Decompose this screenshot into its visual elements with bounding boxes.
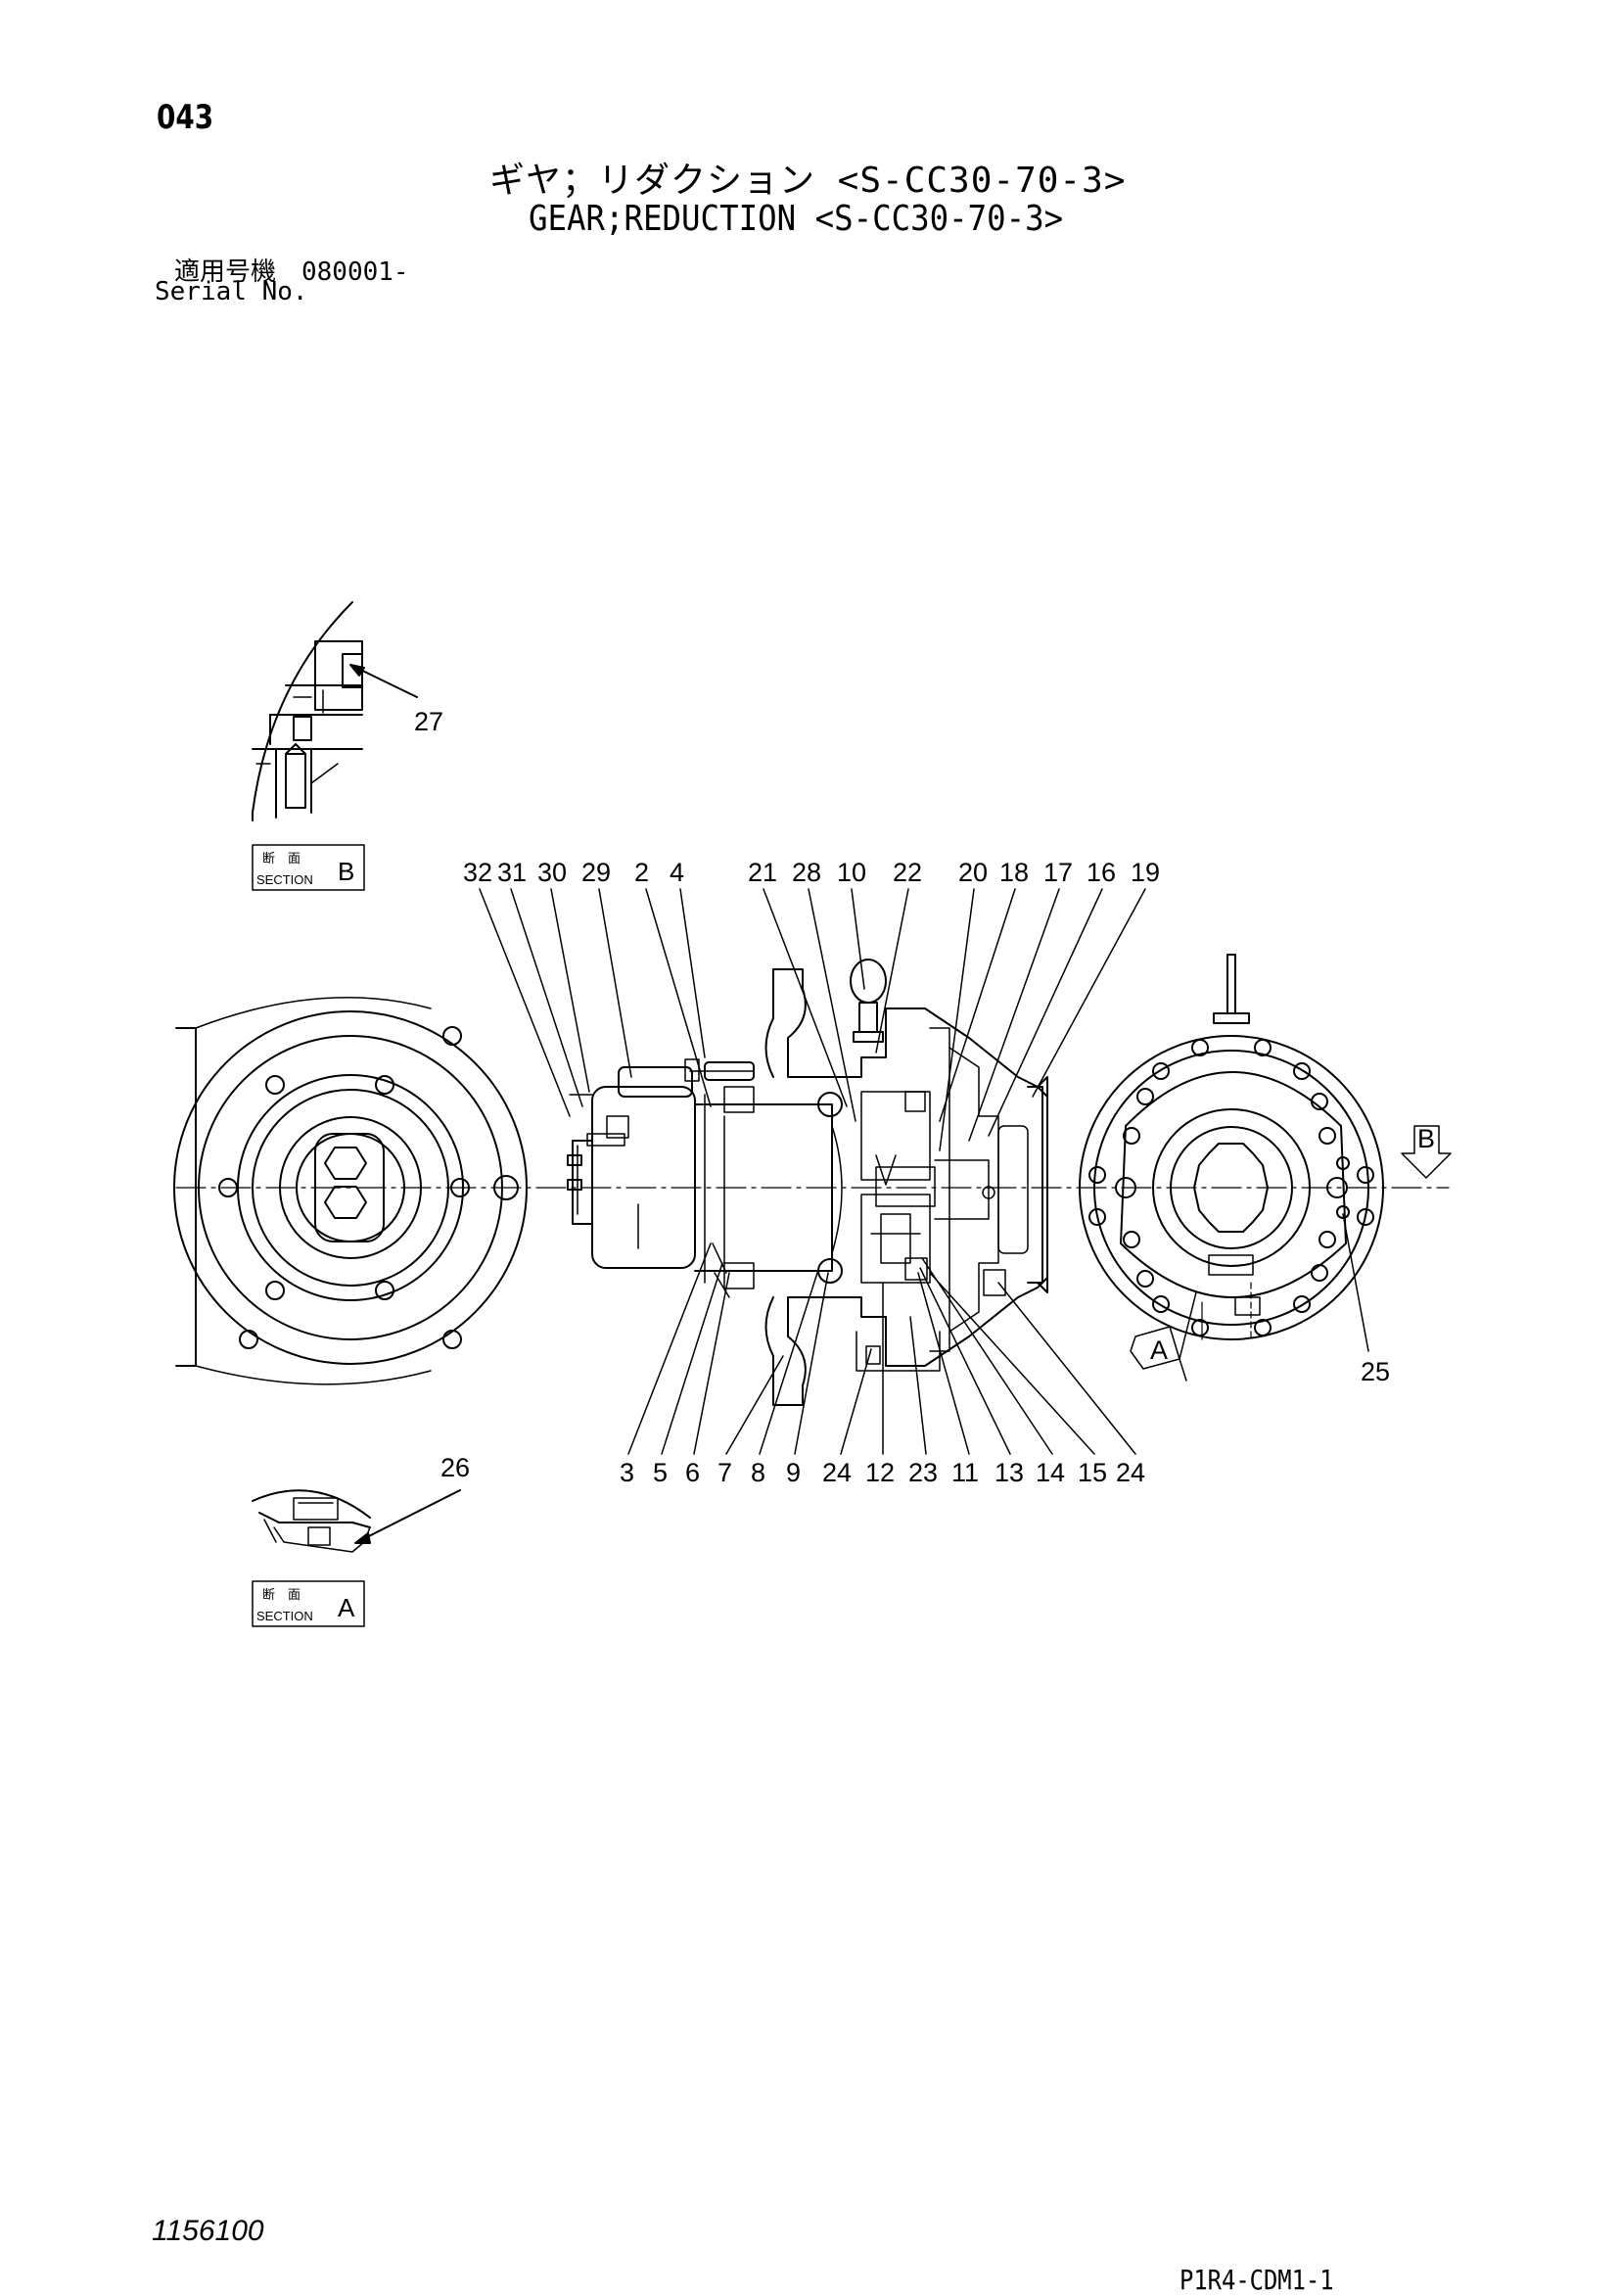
svg-text:24: 24 [1116,1458,1145,1487]
svg-text:24: 24 [822,1458,852,1487]
svg-text:16: 16 [1087,858,1116,887]
view-marker-b: B [1401,1124,1452,1179]
leader-25 [1342,1213,1369,1352]
svg-text:13: 13 [995,1458,1024,1487]
svg-text:32: 32 [463,858,492,887]
section-b-label: 断 面 SECTION B [252,844,365,891]
svg-text:31: 31 [497,858,527,887]
svg-text:B: B [338,857,354,886]
svg-text:22: 22 [893,858,922,887]
svg-text:SECTION: SECTION [256,1609,313,1623]
svg-text:B: B [1417,1124,1435,1153]
section-a-detail [252,1489,461,1553]
gear-cross-section [567,959,1048,1406]
svg-text:10: 10 [837,858,866,887]
svg-text:14: 14 [1036,1458,1065,1487]
motor-end-view [1079,954,1384,1340]
svg-text:6: 6 [685,1458,700,1487]
svg-text:7: 7 [717,1458,732,1487]
page-number: 043 [157,98,214,137]
drawing-number: 1156100 [152,2215,264,2247]
reference-code: P1R4-CDM1-1 [1180,2264,1334,2296]
serial-label-english: Serial No. [155,277,308,306]
svg-text:A: A [338,1593,355,1622]
bottom-callouts: 3 5 6 7 8 9 24 12 23 11 13 14 15 24 [620,1458,1145,1487]
top-callouts: 32 31 30 29 2 4 21 28 10 22 20 18 17 16 … [463,858,1160,887]
svg-text:A: A [1150,1335,1168,1365]
svg-text:8: 8 [751,1458,765,1487]
svg-text:28: 28 [792,858,821,887]
section-a-label: 断 面 SECTION A [252,1580,365,1627]
view-marker-a: A [1130,1291,1197,1382]
svg-text:2: 2 [634,858,649,887]
svg-text:29: 29 [581,858,611,887]
serial-label-japanese: 適用号機 080001- [174,258,409,287]
callout-26: 26 [440,1453,470,1482]
flange-front-view [173,997,528,1385]
callout-27: 27 [414,707,443,736]
svg-text:21: 21 [748,858,777,887]
bottom-leader-lines [627,1242,1136,1455]
svg-text:17: 17 [1043,858,1073,887]
svg-text:23: 23 [908,1458,938,1487]
svg-text:9: 9 [786,1458,801,1487]
svg-text:15: 15 [1078,1458,1107,1487]
title-english: GEAR;REDUCTION <S-CC30-70-3> [529,199,1064,239]
svg-text:18: 18 [999,858,1029,887]
svg-text:19: 19 [1131,858,1160,887]
svg-text:断 面: 断 面 [262,852,301,867]
svg-text:11: 11 [951,1458,979,1487]
svg-text:SECTION: SECTION [256,872,313,887]
title-japanese: ギヤ；リダクション <S-CC30-70-3> [489,161,1127,201]
svg-text:3: 3 [620,1458,634,1487]
svg-text:5: 5 [653,1458,668,1487]
svg-text:4: 4 [670,858,684,887]
svg-text:断 面: 断 面 [262,1588,301,1603]
top-leader-lines [479,888,1146,1151]
svg-text:12: 12 [865,1458,895,1487]
svg-text:20: 20 [958,858,988,887]
svg-text:30: 30 [537,858,567,887]
section-b-detail [252,601,418,821]
callout-25: 25 [1361,1357,1390,1386]
